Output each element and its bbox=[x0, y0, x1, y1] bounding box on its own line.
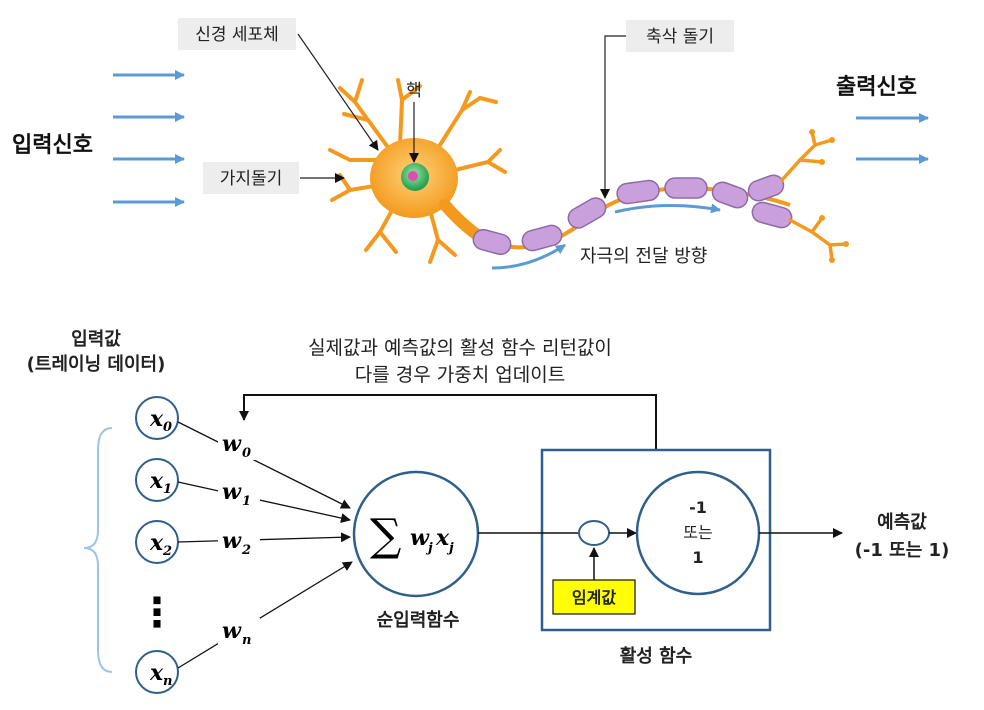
input-signal-arrows bbox=[113, 70, 185, 207]
threshold-label: 임계값 bbox=[572, 588, 616, 607]
cell-body-pointer bbox=[297, 33, 379, 151]
weight-var: w bbox=[222, 431, 242, 457]
sum-term-w: w bbox=[410, 525, 430, 551]
weight-var: w bbox=[222, 528, 242, 554]
sum-term-j: j bbox=[425, 541, 433, 556]
terminal-buttons bbox=[809, 129, 849, 263]
myelin-sheath bbox=[616, 179, 660, 205]
weight-sub: 0 bbox=[242, 446, 251, 461]
axon-terminals bbox=[780, 130, 848, 262]
myelin-sheath bbox=[747, 174, 785, 202]
myelin-sheath bbox=[664, 177, 708, 199]
weighted-connections bbox=[177, 421, 353, 669]
nucleus-label: 핵 bbox=[406, 81, 422, 101]
activation-box bbox=[540, 448, 772, 632]
net-input-circle bbox=[352, 470, 480, 598]
feedback-label-1: 실제값과 예측값의 활성 함수 리턴값이 bbox=[308, 337, 612, 359]
input-var: x bbox=[149, 530, 164, 556]
activation-output-1: -1 bbox=[689, 498, 707, 517]
input-node-circle bbox=[135, 650, 179, 694]
net-input-label: 순입력함수 bbox=[377, 609, 460, 631]
myelin-sheath bbox=[472, 228, 512, 256]
input-sub: n bbox=[163, 674, 172, 689]
input-brace bbox=[83, 427, 113, 673]
input-node-2: x 2 bbox=[135, 520, 179, 564]
sum-symbol: ∑ bbox=[370, 510, 401, 561]
myelin-sheath bbox=[711, 181, 749, 209]
feedback-label-2: 다를 경우 가중치 업데이트 bbox=[355, 364, 565, 386]
prediction-label-1: 예측값 bbox=[877, 512, 927, 533]
weight-label-1: w 1 bbox=[218, 479, 260, 509]
output-signal-label: 출력신호 bbox=[836, 75, 917, 100]
weight-label-2: w 2 bbox=[218, 528, 260, 558]
cell-body-label-box bbox=[178, 18, 296, 50]
axon-pointer bbox=[600, 35, 626, 199]
connection-2 bbox=[177, 532, 351, 543]
myelin-sheath bbox=[521, 224, 563, 252]
weight-sub: 1 bbox=[242, 494, 251, 509]
prediction-label-2: (-1 또는 1) bbox=[855, 540, 950, 561]
axon-label-box bbox=[626, 20, 734, 52]
activation-output-3: 1 bbox=[692, 548, 703, 567]
connection-0 bbox=[177, 421, 351, 509]
weight-var: w bbox=[222, 479, 242, 505]
input-sub: 1 bbox=[163, 482, 172, 497]
input-signal-label: 입력신호 bbox=[12, 133, 93, 158]
sum-term-x: x bbox=[435, 525, 450, 551]
input-ellipsis: ⋮ bbox=[137, 590, 177, 636]
input-title-2: (트레이닝 데이터) bbox=[27, 354, 166, 375]
cell-body-label: 신경 세포체 bbox=[195, 25, 279, 45]
input-sub: 2 bbox=[162, 544, 172, 559]
input-var: x bbox=[149, 468, 164, 494]
input-title-1: 입력값 bbox=[71, 328, 121, 350]
input-node-circle bbox=[135, 396, 179, 440]
stimulus-arrow bbox=[491, 243, 566, 270]
weight-label-n: w n bbox=[218, 618, 260, 648]
weight-label-0: w 0 bbox=[218, 430, 260, 461]
dendrite-label: 가지돌기 bbox=[220, 169, 283, 189]
threshold-node bbox=[578, 520, 610, 546]
connection-1 bbox=[177, 481, 351, 523]
output-signal-arrows bbox=[856, 113, 929, 164]
dendrites bbox=[328, 78, 507, 264]
input-sub: 0 bbox=[163, 420, 172, 435]
weight-var: w bbox=[222, 618, 242, 644]
myelin-sheath bbox=[567, 197, 607, 229]
axon-label: 축삭 돌기 bbox=[646, 27, 714, 47]
input-node-1: x 1 bbox=[135, 458, 179, 502]
input-var: x bbox=[149, 660, 164, 686]
nucleolus bbox=[408, 171, 418, 181]
activation-output-2: 또는 bbox=[683, 523, 712, 542]
activation-label: 활성 함수 bbox=[620, 645, 693, 667]
sum-term-j: j bbox=[446, 541, 454, 556]
myelin-sheaths bbox=[472, 174, 793, 256]
input-node-n: x n bbox=[135, 650, 179, 694]
stimulus-direction-label: 자극의 전달 방향 bbox=[580, 246, 707, 267]
feedback-arrow bbox=[239, 394, 657, 450]
step-function-node: -1 또는 1 bbox=[635, 470, 761, 596]
input-node-circle bbox=[135, 458, 179, 502]
connection-n bbox=[177, 561, 353, 669]
input-node-0: x 0 bbox=[135, 396, 179, 440]
stimulus-arrow bbox=[614, 203, 721, 214]
weight-sub: n bbox=[242, 633, 251, 648]
threshold-box bbox=[552, 579, 636, 615]
net-input-node: ∑ w j x j bbox=[352, 470, 480, 598]
weight-sub: 2 bbox=[241, 543, 251, 558]
dendrite-label-box bbox=[203, 162, 299, 194]
input-var: x bbox=[149, 406, 164, 432]
